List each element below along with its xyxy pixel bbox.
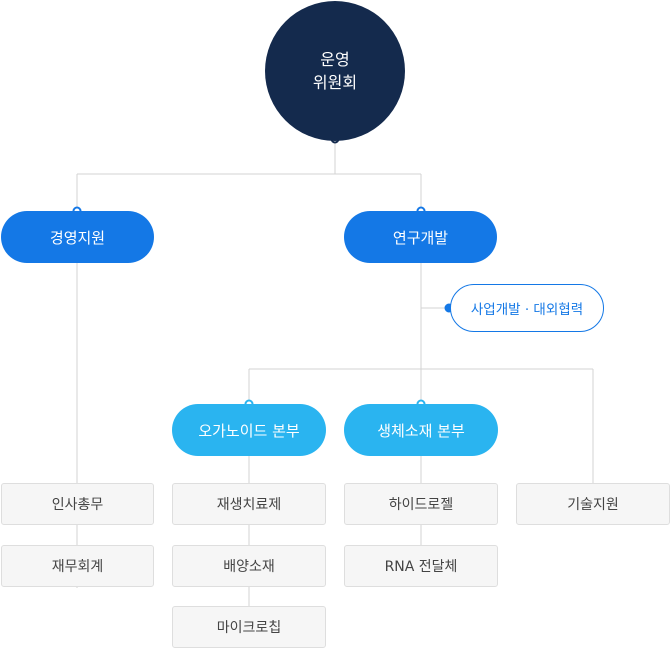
team-tech-support: 기술지원 <box>516 483 670 525</box>
team-hr: 인사총무 <box>1 483 154 525</box>
committee-label-line1: 운영 <box>320 50 350 69</box>
team-regenerative: 재생치료제 <box>172 483 326 525</box>
team-rna-delivery: RNA 전달체 <box>344 545 498 587</box>
rnd-division: 연구개발 <box>344 211 497 263</box>
committee-node: 운영 위원회 <box>265 1 405 141</box>
team-finance: 재무회계 <box>1 545 154 587</box>
committee-label-line2: 위원회 <box>312 73 358 92</box>
team-microchip: 마이크로칩 <box>172 606 326 648</box>
team-hydrogel: 하이드로젤 <box>344 483 498 525</box>
management-division: 경영지원 <box>1 211 154 263</box>
team-culture-material: 배양소재 <box>172 545 326 587</box>
bizdev-node: 사업개발 · 대외협력 <box>450 284 604 332</box>
biomaterial-hq: 생체소재 본부 <box>344 404 498 456</box>
organoid-hq: 오가노이드 본부 <box>172 404 326 456</box>
